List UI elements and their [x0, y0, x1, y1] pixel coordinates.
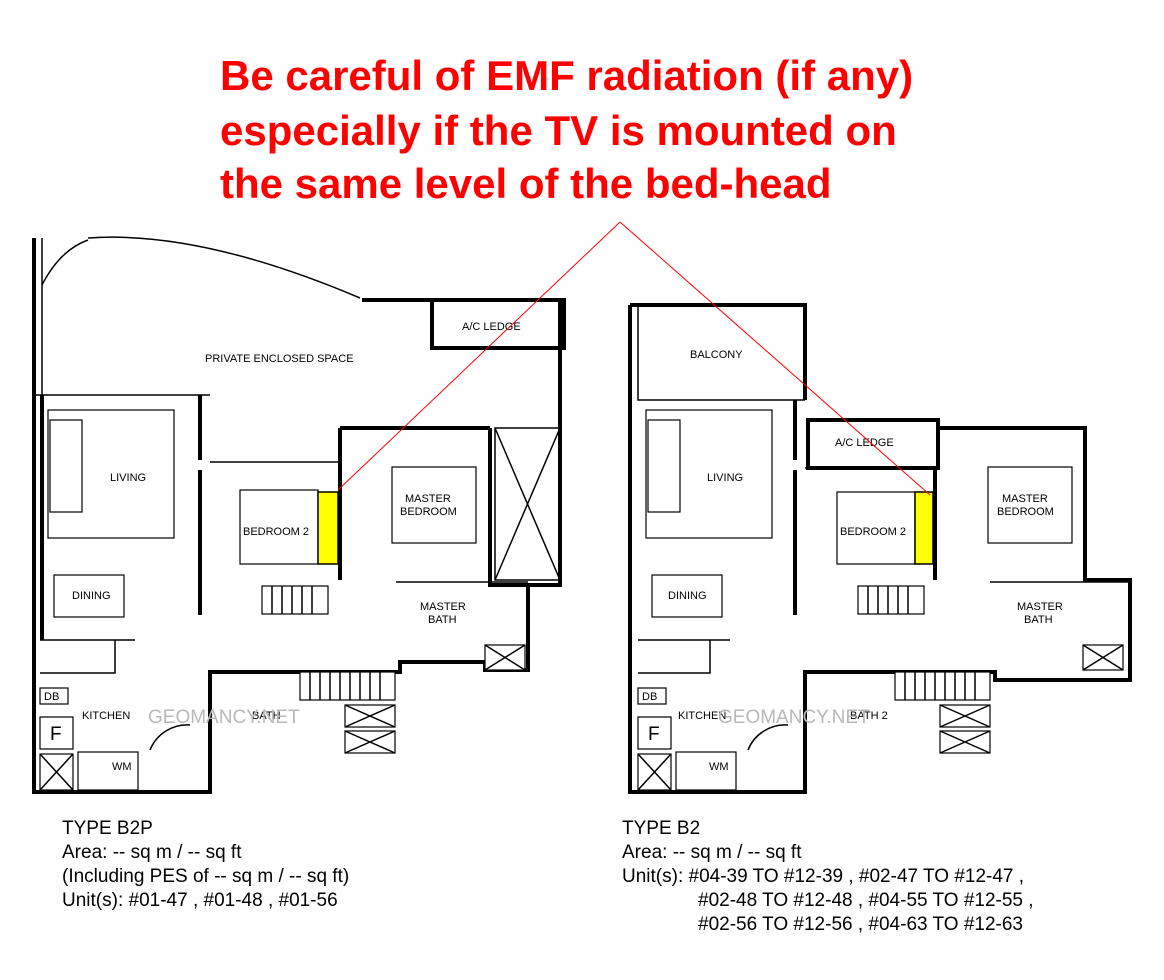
label-fridge: F [50, 724, 62, 745]
label-ac-ledge: A/C LEDGE [462, 321, 521, 333]
caption-type: TYPE B2P [62, 818, 153, 839]
label-wm-b2: WM [709, 761, 729, 773]
label-master-bath-1: MASTER [420, 601, 466, 613]
watermark-right: GEOMANCY.NET [718, 707, 870, 728]
label-db: DB [44, 691, 59, 703]
label-dining-b2: DINING [668, 590, 707, 602]
caption-units: Unit(s): #01-47 , #01-48 , #01-56 [62, 890, 338, 911]
label-master-bath-b2-1: MASTER [1017, 601, 1063, 613]
plan-type-b2: BALCONY A/C LEDGE LIVING DINING BEDROOM … [622, 303, 1132, 935]
label-master-bedroom-1: MASTER [405, 493, 451, 505]
label-bath: BATH [252, 710, 281, 722]
caption-area-b2: Area: -- sq m / -- sq ft [622, 842, 802, 863]
label-pes: PRIVATE ENCLOSED SPACE [205, 353, 354, 365]
label-master-bedroom-2: BEDROOM [400, 506, 457, 518]
label-living-b2: LIVING [707, 472, 743, 484]
caption-units-b2-2: #02-48 TO #12-48 , #04-55 TO #12-55 , [698, 890, 1034, 911]
wardrobe-highlight-b2 [914, 491, 934, 565]
caption-pes: (Including PES of -- sq m / -- sq ft) [62, 866, 349, 887]
plan-type-b2p: A/C LEDGE PRIVATE ENCLOSED SPACE LIVING … [32, 236, 566, 911]
caption-units-b2-1: Unit(s): #04-39 TO #12-39 , #02-47 TO #1… [622, 866, 1024, 887]
label-fridge-b2: F [648, 724, 660, 745]
watermark-left: GEOMANCY.NET [148, 707, 300, 728]
warning-line-2: especially if the TV is mounted on [220, 107, 897, 154]
label-master-bedroom-b2-1: MASTER [1002, 493, 1048, 505]
label-ac-ledge-b2: A/C LEDGE [835, 437, 894, 449]
pointer-line-left [337, 221, 621, 491]
label-master-bath-2: BATH [428, 614, 457, 626]
emf-warning: Be careful of EMF radiation (if any) esp… [220, 52, 913, 207]
warning-line-1: Be careful of EMF radiation (if any) [220, 52, 913, 99]
pointer-line-right [619, 221, 931, 496]
label-dining: DINING [72, 590, 111, 602]
label-bedroom-2-b2: BEDROOM 2 [840, 526, 906, 538]
label-bedroom-2: BEDROOM 2 [243, 526, 309, 538]
label-kitchen: KITCHEN [82, 710, 130, 722]
caption-units-b2-3: #02-56 TO #12-56 , #04-63 TO #12-63 [698, 914, 1023, 935]
label-bath-b2: BATH 2 [850, 710, 888, 722]
label-db-b2: DB [642, 691, 657, 703]
label-living: LIVING [110, 472, 146, 484]
label-master-bath-b2-2: BATH [1024, 614, 1053, 626]
label-balcony: BALCONY [690, 349, 743, 361]
caption-type-b2: TYPE B2 [622, 818, 700, 839]
label-wm: WM [112, 761, 132, 773]
label-master-bedroom-b2-2: BEDROOM [997, 506, 1054, 518]
label-kitchen-b2: KITCHEN [678, 710, 726, 722]
warning-line-3: the same level of the bed-head [220, 160, 832, 207]
wardrobe-highlight [317, 491, 339, 565]
caption-area: Area: -- sq m / -- sq ft [62, 842, 242, 863]
